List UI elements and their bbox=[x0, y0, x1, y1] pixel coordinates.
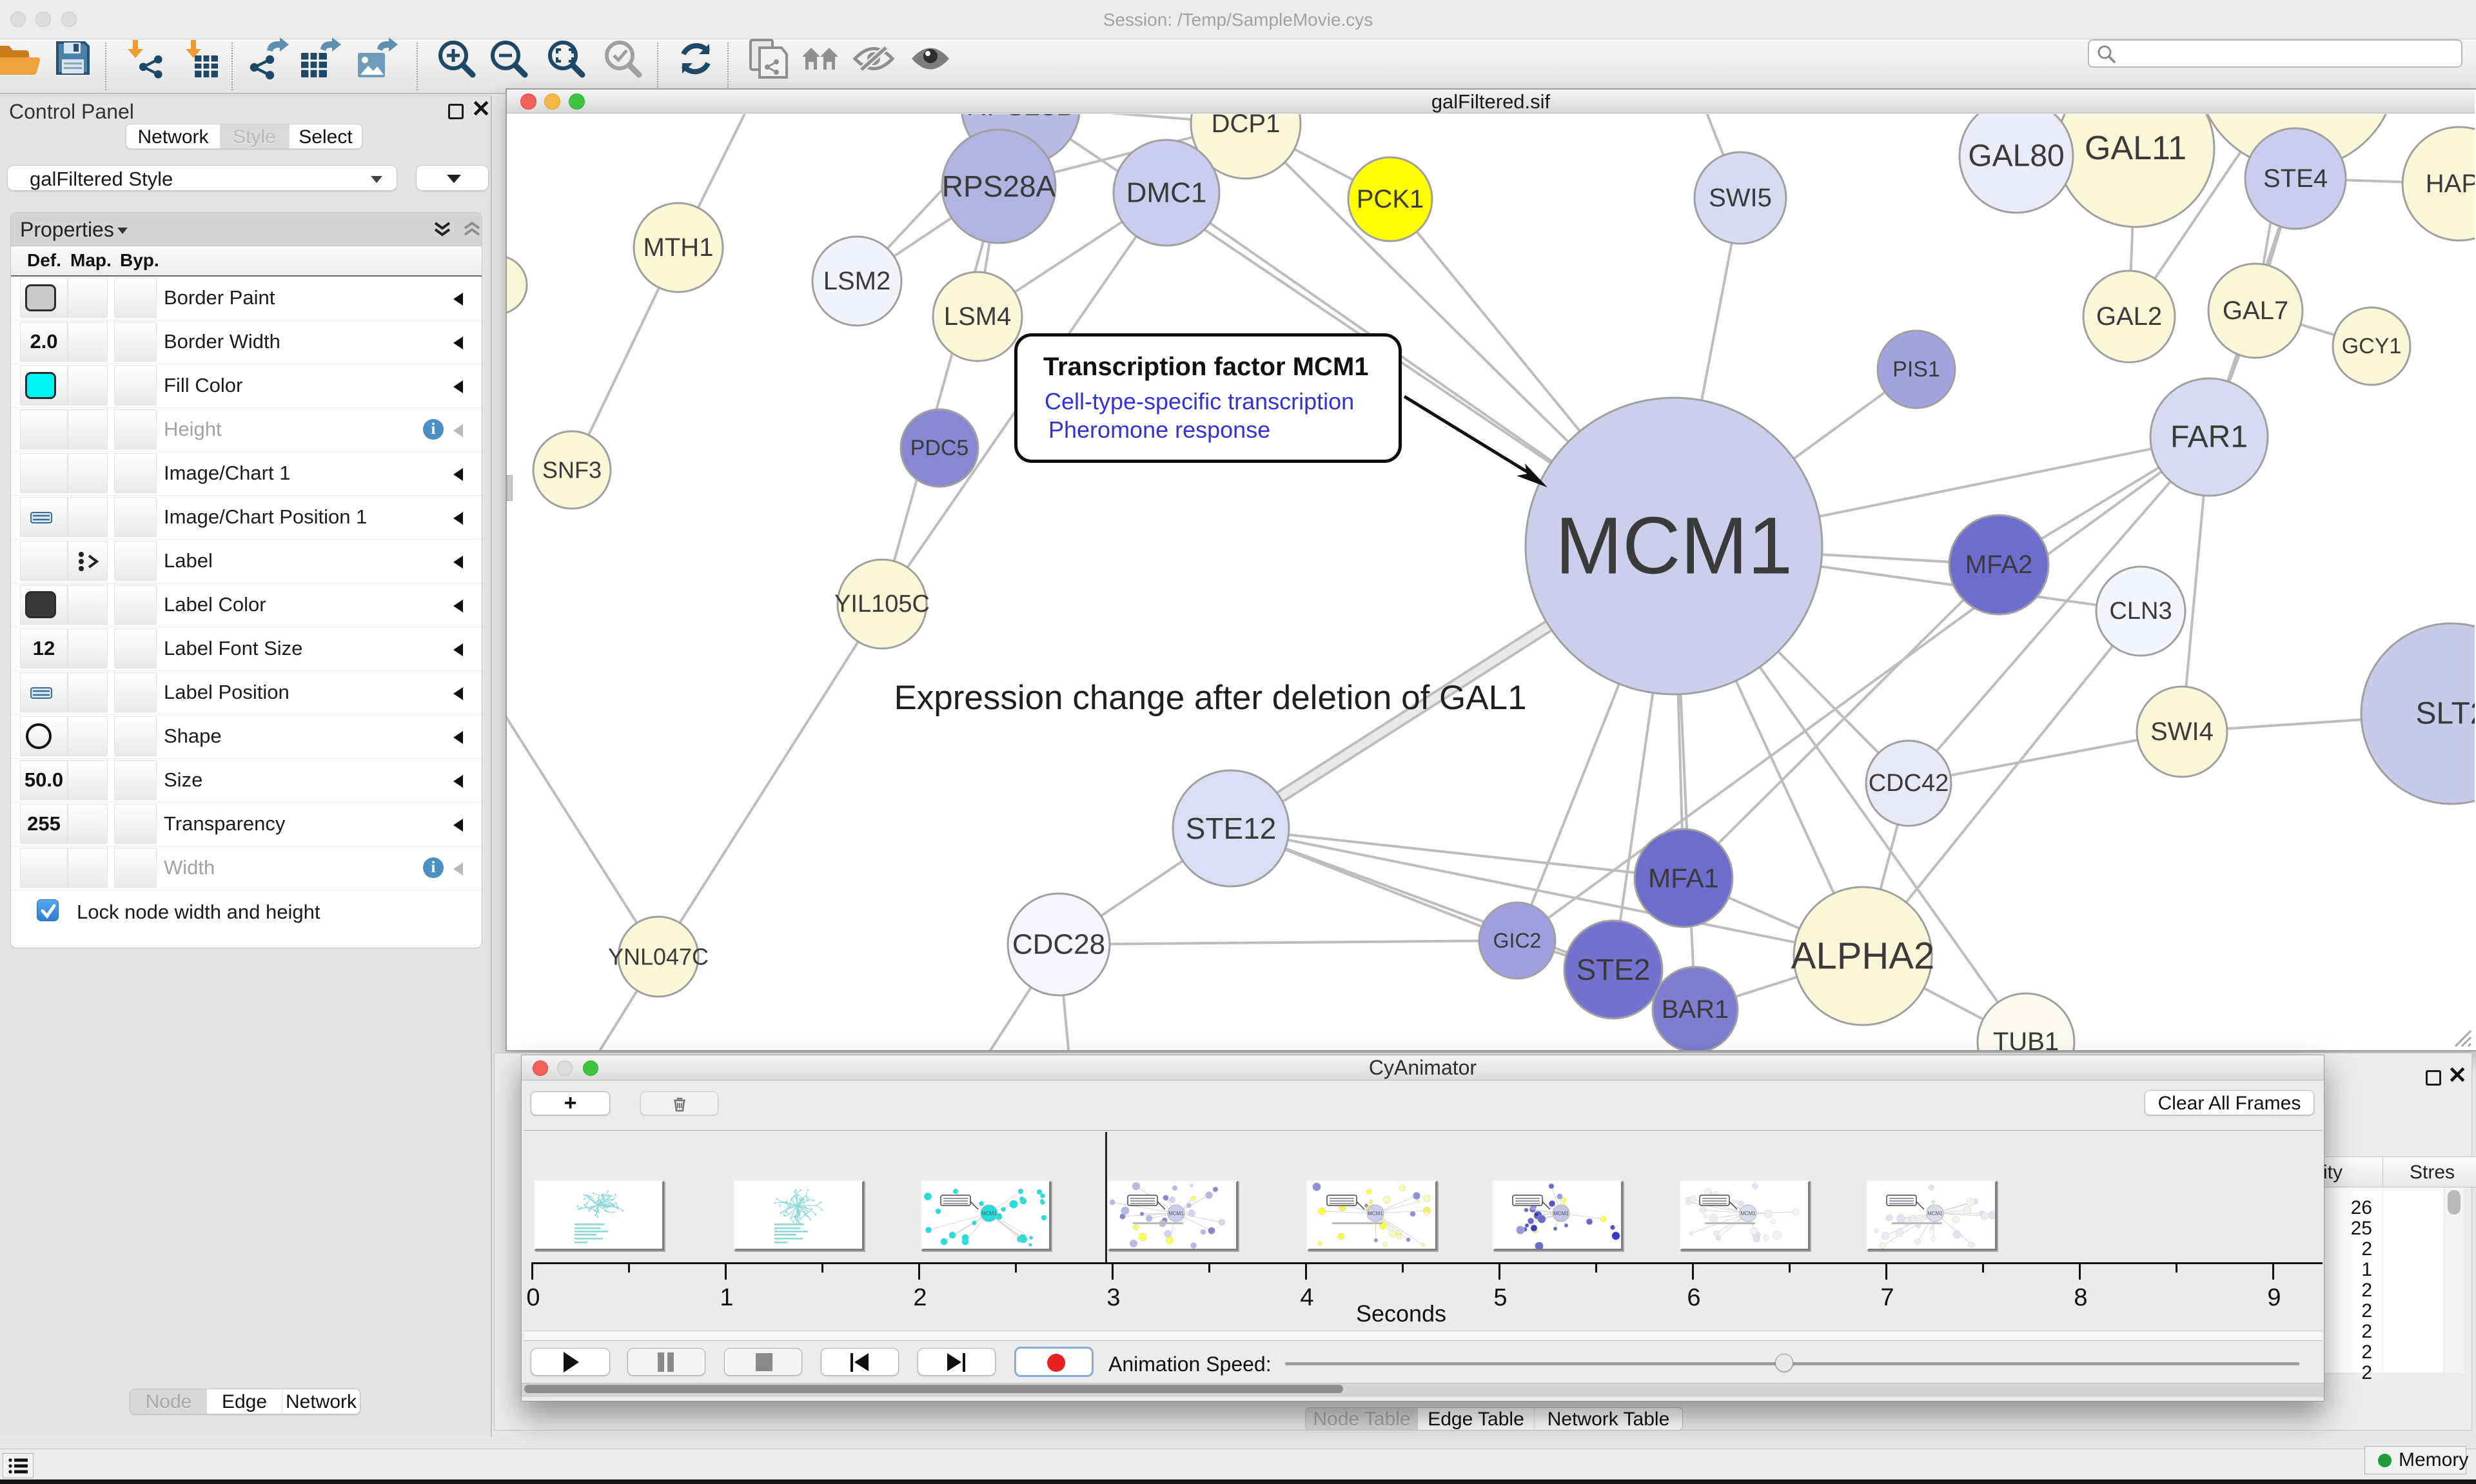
svg-text:SWI4: SWI4 bbox=[2150, 718, 2214, 746]
svg-text:YNL047C: YNL047C bbox=[608, 944, 709, 970]
svg-text:DMC1: DMC1 bbox=[1126, 177, 1207, 209]
svg-text:MCM1: MCM1 bbox=[1553, 1211, 1569, 1216]
svg-text:SWI5: SWI5 bbox=[1709, 184, 1772, 212]
svg-text:HAP2: HAP2 bbox=[2426, 170, 2475, 198]
svg-text:STE12: STE12 bbox=[1186, 812, 1277, 845]
svg-text:GIC2: GIC2 bbox=[1493, 929, 1542, 952]
svg-text:MTH1: MTH1 bbox=[644, 233, 714, 262]
svg-text:MCM1: MCM1 bbox=[1927, 1211, 1943, 1216]
svg-text:FAR1: FAR1 bbox=[2170, 420, 2248, 454]
svg-text:STE2: STE2 bbox=[1576, 953, 1650, 986]
svg-text:PCK1: PCK1 bbox=[1357, 185, 1424, 213]
svg-text:MFA1: MFA1 bbox=[1648, 863, 1719, 893]
svg-text:GAL80: GAL80 bbox=[1968, 139, 2064, 173]
svg-text:GCY1: GCY1 bbox=[2342, 334, 2402, 358]
svg-text:SNF3: SNF3 bbox=[542, 457, 602, 483]
svg-text:MCM1: MCM1 bbox=[1740, 1211, 1756, 1216]
svg-text:CDC42: CDC42 bbox=[1869, 770, 1949, 797]
svg-text:PDC5: PDC5 bbox=[910, 436, 969, 460]
svg-text:TUB1: TUB1 bbox=[1993, 1028, 2059, 1050]
svg-text:SLT2: SLT2 bbox=[2415, 697, 2475, 731]
svg-text:YIL105C: YIL105C bbox=[834, 591, 930, 618]
svg-text:MCM1: MCM1 bbox=[1555, 502, 1793, 591]
svg-text:CDC28: CDC28 bbox=[1012, 929, 1105, 961]
svg-text:MCM1: MCM1 bbox=[981, 1211, 997, 1216]
svg-text:DCP1: DCP1 bbox=[1212, 114, 1281, 138]
svg-text:GAL11: GAL11 bbox=[2085, 130, 2186, 167]
svg-text:PIS1: PIS1 bbox=[1892, 357, 1940, 382]
svg-text:LSM4: LSM4 bbox=[944, 302, 1012, 331]
svg-text:GAL7: GAL7 bbox=[2223, 297, 2288, 325]
svg-text:BAR1: BAR1 bbox=[1662, 995, 1729, 1024]
svg-text:RPS28B: RPS28B bbox=[967, 114, 1076, 122]
svg-text:MCM1: MCM1 bbox=[1368, 1211, 1383, 1216]
svg-text:MFA2: MFA2 bbox=[1965, 551, 2032, 579]
svg-text:MCM1: MCM1 bbox=[1168, 1211, 1184, 1216]
svg-text:LSM2: LSM2 bbox=[823, 267, 891, 295]
svg-text:CLN3: CLN3 bbox=[2109, 598, 2172, 625]
svg-text:STE4: STE4 bbox=[2263, 164, 2328, 193]
svg-text:RPS28A: RPS28A bbox=[942, 170, 1056, 203]
svg-text:ALPHA2: ALPHA2 bbox=[1791, 935, 1934, 977]
svg-text:GAL2: GAL2 bbox=[2096, 302, 2162, 331]
